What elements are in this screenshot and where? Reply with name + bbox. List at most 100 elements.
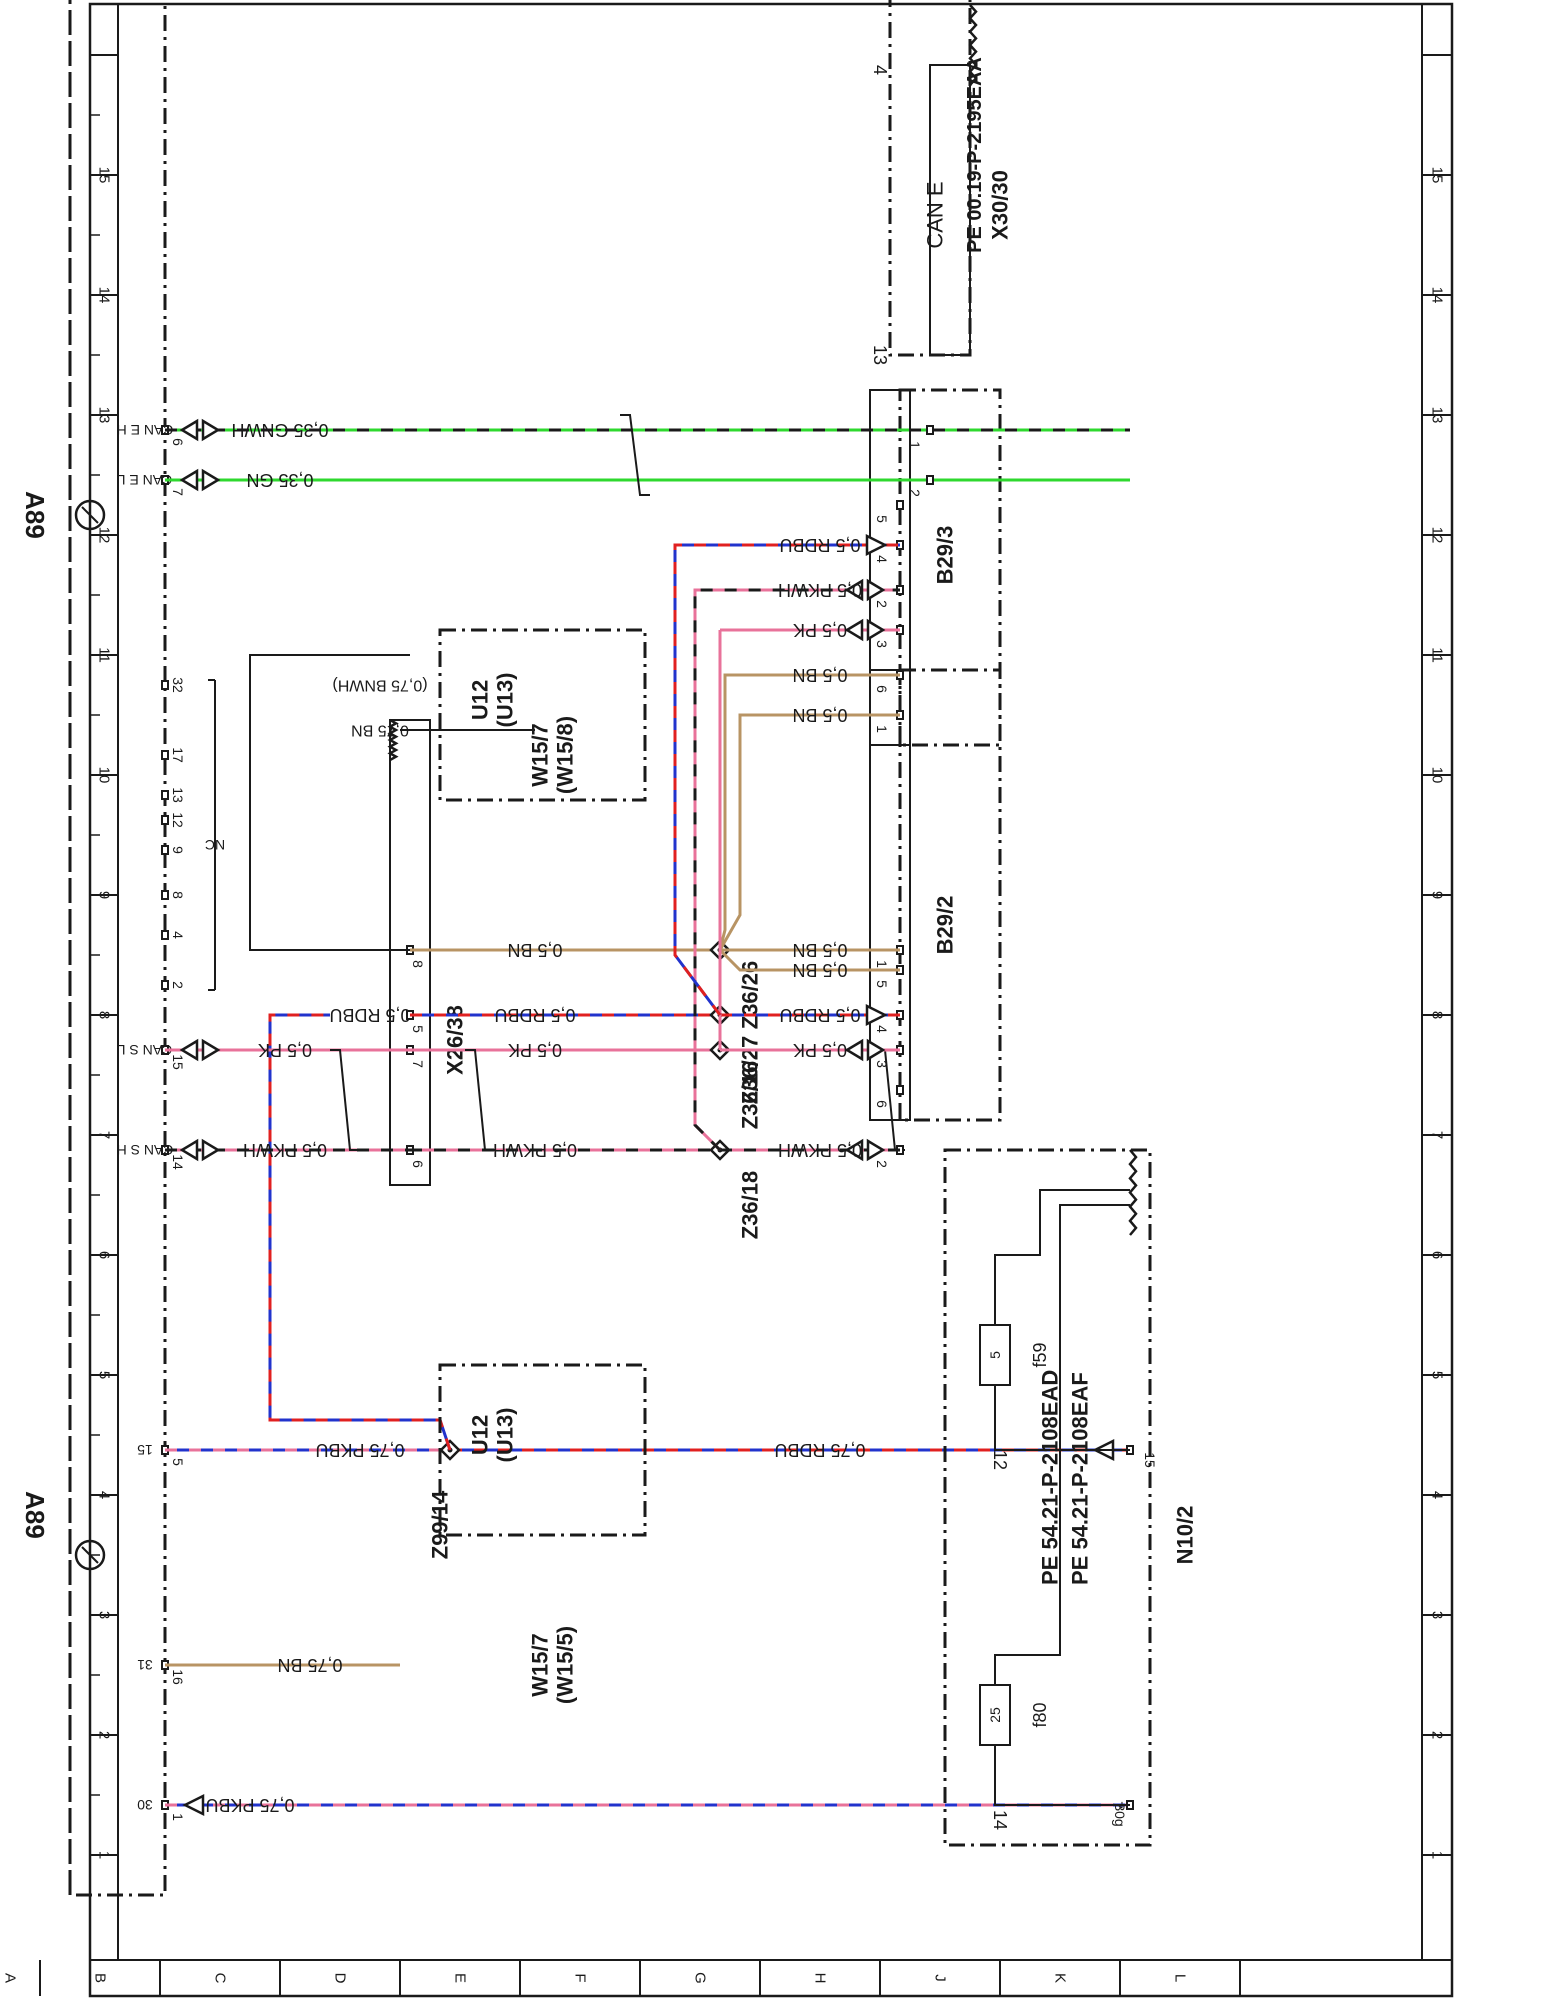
row-number-left: 5 (96, 1371, 113, 1379)
x30-pin-2-number: 2 (907, 489, 923, 497)
arrow-b29-2-2-right (866, 1138, 886, 1162)
u12-lower-sub: (U13) (493, 1407, 518, 1462)
b29-2-pin (896, 1085, 904, 1095)
b29-2-label: B29/2 (933, 896, 958, 955)
transistor-icon-upper-line (81, 506, 99, 524)
u12-upper-wire: W15/7 (528, 723, 553, 787)
row-number-right: 14 (1429, 287, 1446, 304)
row-number-right: 2 (1429, 1731, 1446, 1739)
transistor-icon-lower (74, 1539, 106, 1571)
a89-pin-number-p5: 5 (170, 1458, 186, 1466)
b29-3-pin-number: 6 (874, 685, 890, 693)
column-letter: J (932, 1974, 949, 1982)
nc-pin-number: 8 (170, 891, 186, 899)
a89-label-lower: A89 (20, 1491, 50, 1539)
frame-outer (88, 2, 1454, 1998)
row-number-right: 7 (1429, 1131, 1446, 1139)
splice-z36-26-label: Z36/26 (738, 961, 763, 1030)
x26-pin-number: 7 (410, 1060, 426, 1068)
wire-b29-3-1-label: 0,5 BN (792, 705, 847, 725)
row-number-left: 1 (96, 1851, 113, 1859)
x30-zigzag (968, 4, 978, 86)
row-number-left: 2 (96, 1731, 113, 1739)
fuse-f80-in (994, 1745, 1130, 1806)
wire-15a-label: 0,75 PKBU (315, 1440, 404, 1460)
wire-b29-3-3-label: 0,5 PK (793, 620, 847, 640)
x30-pin-2 (926, 475, 934, 485)
splice-z36-27-label: Z36/27 (738, 1036, 763, 1105)
nc-pin (161, 980, 169, 990)
transistor-icon-lower-line (81, 1546, 99, 1564)
wire-30-label: 0,75 PKBU (205, 1795, 294, 1815)
n10-pin-15-name: 15 (1142, 1452, 1158, 1468)
wire-b29-3-1 (718, 713, 900, 951)
twist-left (330, 1049, 360, 1151)
u12-upper-bnwh-label: (0,75 BNWH) (332, 677, 427, 694)
x30-pin-1-number: 1 (907, 441, 923, 449)
wire-b29-3-4 (673, 543, 900, 1016)
wire-b29-3-4-stripe (673, 543, 900, 1016)
wire-b29-2-5 (718, 948, 900, 972)
nc-pin (161, 680, 169, 690)
column-letter: B (92, 1973, 109, 1983)
row-number-left: 4 (96, 1491, 113, 1499)
wire-x26-5-label: 0,5 RDBU (494, 1005, 575, 1025)
transistor-icon-upper (74, 499, 106, 531)
row-number-left: 11 (96, 647, 113, 663)
wire-b29-2-4-label: 0,5 RDBU (779, 1005, 860, 1025)
x26-connector (389, 719, 431, 1186)
wire-x26-5-left-label: 0,5 RDBU (329, 1005, 410, 1025)
arrow-canE-L-left (179, 468, 199, 492)
b29-3-housing (898, 388, 1002, 747)
b29-3-pin-number: 3 (874, 640, 890, 648)
column-letter: F (572, 1973, 589, 1982)
nc-pin (161, 845, 169, 855)
wire-b29-3-6-label: 0,5 BN (792, 665, 847, 685)
fuse-f59-out (994, 1189, 1130, 1325)
column-letter: K (1052, 1973, 1069, 1983)
u12-lower-box (438, 1363, 647, 1537)
a89-pin-name-p14: CAN S H (117, 1142, 174, 1158)
x30-label: X30/30 (988, 170, 1013, 240)
twist-canE (620, 414, 650, 496)
x30-pin-1 (926, 425, 934, 435)
u12-lower-wire: W15/7 (528, 1633, 553, 1697)
arrow-canS-H-left (179, 1138, 199, 1162)
row-number-right: 13 (1429, 407, 1446, 424)
row-number-left: 13 (96, 407, 113, 424)
nc-pin-number: 17 (170, 747, 186, 763)
splice-z36-18-label: Z36/18 (738, 1171, 763, 1240)
n10-ref2: PE 54.21-P-2108EAF (1068, 1372, 1093, 1585)
arrow-canE-H-left (179, 418, 199, 442)
wire-x26-6-label: 0,5 PKWH (493, 1140, 577, 1160)
wire-canE-H-label: 0,35 GNWH (231, 420, 328, 440)
row-number-right: 9 (1429, 891, 1446, 899)
row-number-right: 10 (1429, 767, 1446, 784)
b29-2-pin-number: 3 (874, 1060, 890, 1068)
b29-2-pin-number: 4 (874, 1025, 890, 1033)
column-letter: L (1172, 1974, 1189, 1982)
wire-b29-2-1-label: 0,5 BN (792, 940, 847, 960)
nc-pin-number: 4 (170, 931, 186, 939)
row-number-right: 6 (1429, 1251, 1446, 1259)
row-number-right: 15 (1429, 167, 1446, 184)
row-number-left: 10 (96, 767, 113, 784)
b29-3-pin-number: 4 (874, 555, 890, 563)
row-number-left: 3 (96, 1611, 113, 1619)
fuse-f80-rating: 25 (987, 1707, 1003, 1723)
n10-pin-30g-name: 30g (1112, 1803, 1128, 1826)
row-number-left: 7 (96, 1131, 113, 1139)
nc-pin (161, 890, 169, 900)
x26-zigzag (387, 718, 399, 762)
wire-b29-2-5-label: 0,5 BN (792, 960, 847, 980)
arrow-b29-3-2-left (844, 578, 864, 602)
fuse-f59-rating: 5 (987, 1351, 1003, 1359)
a89-label-upper: A89 (20, 491, 50, 539)
nc-pin-number: 9 (170, 846, 186, 854)
a89-pin-number-p1: 1 (170, 1813, 186, 1821)
a89-pin-number-p7: 7 (170, 488, 186, 496)
u12-lower-title: U12 (468, 1415, 493, 1455)
arrow-canS-L-right (201, 1038, 221, 1062)
n10-label: N10/2 (1173, 1506, 1198, 1565)
nc-label: NC (205, 837, 225, 853)
